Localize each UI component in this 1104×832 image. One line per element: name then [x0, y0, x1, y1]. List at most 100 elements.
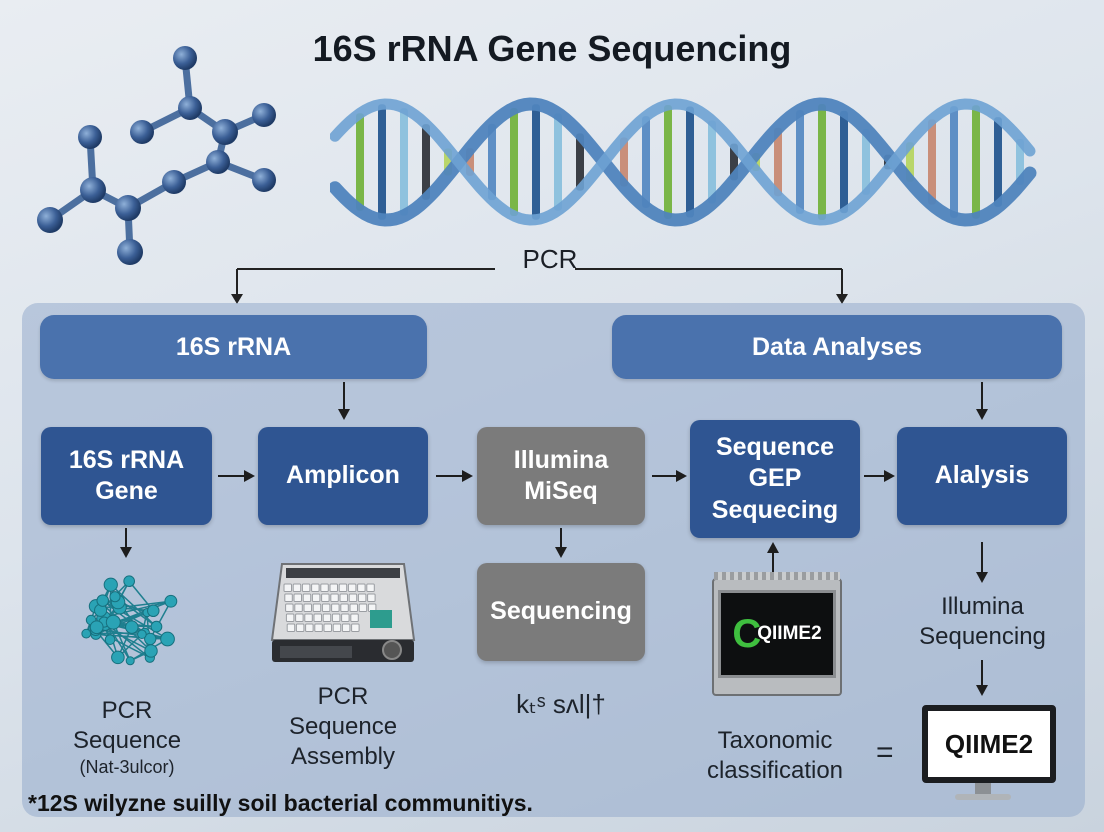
network-node	[125, 656, 135, 666]
keyboard-key	[348, 593, 358, 602]
label-line: (Nat-3ulcor)	[79, 757, 175, 777]
step-line: Sequecing	[711, 495, 839, 524]
dna-base-pair	[818, 104, 826, 220]
dna-base-pair	[378, 104, 386, 220]
keyboard-key	[312, 603, 322, 612]
step-line: GEP	[748, 464, 802, 493]
label-taxonomic-classification: Taxonomic classification	[690, 726, 860, 786]
keyboard-key	[339, 593, 348, 602]
dna-base-pair	[422, 124, 430, 200]
keyboard-key	[314, 623, 323, 632]
network-edge	[95, 629, 151, 659]
keyboard-key	[292, 583, 302, 592]
qiime2-device-text: QIIME2	[757, 623, 822, 644]
label-line: PCR	[317, 683, 369, 710]
keyboard-key	[320, 583, 329, 592]
keyboard-key	[329, 583, 338, 592]
step-line: 16S rRNA	[68, 445, 185, 474]
dna-base-pair	[972, 105, 980, 219]
step-line: Amplicon	[286, 461, 400, 490]
keyboard-key	[295, 623, 305, 632]
molecule-illustration	[37, 46, 276, 265]
keyboard-key	[285, 603, 294, 612]
dna-base-pair	[554, 113, 562, 211]
keyboard-key	[332, 623, 342, 632]
dna-helix-illustration	[330, 97, 1037, 227]
step-sequencing: Sequencing	[477, 563, 645, 661]
keyboard-key	[350, 613, 359, 622]
keyboard-key	[357, 593, 367, 602]
network-node	[125, 620, 139, 634]
network-node	[104, 634, 116, 645]
step-line: Illumina	[513, 445, 609, 474]
label-line: Sequencing	[919, 623, 1046, 650]
network-node	[81, 628, 92, 639]
keyboard-key	[323, 623, 332, 632]
equals-sign: =	[876, 736, 894, 769]
keyboard-key	[351, 623, 360, 632]
network-node	[105, 614, 121, 630]
network-node	[123, 575, 135, 588]
keyboard-key	[321, 593, 330, 602]
keyboard-key	[301, 583, 311, 592]
dna-base-pair	[994, 117, 1002, 207]
workflow-panel	[22, 303, 1085, 817]
keyboard-key	[341, 623, 351, 632]
qiime2-screen: C QIIME2	[718, 590, 836, 678]
label-line: Illumina	[941, 593, 1024, 620]
dna-base-pair	[708, 120, 716, 204]
network-node	[137, 629, 147, 640]
step-line: Gene	[95, 477, 158, 505]
qiime2-logo-icon: C	[732, 611, 762, 656]
keyboard-key	[367, 593, 376, 602]
keyboard-key	[358, 603, 368, 612]
dna-base-pair	[400, 108, 408, 216]
keyboard-key	[338, 583, 348, 592]
monitor-base	[955, 794, 1011, 800]
keyboard-key	[349, 603, 358, 612]
keyboard-key	[321, 603, 331, 612]
label-line: PCR	[101, 697, 153, 724]
keyboard-key	[294, 603, 303, 612]
server-vents	[714, 572, 840, 580]
keyboard-key	[284, 593, 293, 602]
label-illumina-sequencing: Illumina Sequencing	[895, 592, 1070, 652]
pcr-label: PCR	[522, 244, 578, 274]
keyboard-key	[285, 613, 295, 622]
diagram-title: 16S rRNA Gene Sequencing	[312, 28, 792, 69]
dna-base-pair	[576, 133, 584, 191]
network-node	[89, 620, 104, 635]
protein-network-illustration	[81, 575, 178, 666]
keyboard-key	[305, 623, 314, 632]
step-line: MiSeq	[524, 477, 598, 505]
keyboard-key	[311, 583, 320, 592]
network-node	[111, 650, 125, 665]
step-analysis: Alalysis	[897, 427, 1067, 525]
step-16s-rrna-gene: 16S rRNA Gene	[41, 427, 212, 525]
dna-base-pair	[686, 106, 694, 218]
network-node	[160, 631, 175, 647]
dna-base-pair	[532, 104, 540, 220]
keyboard-key	[331, 613, 341, 622]
label-line: classification	[706, 757, 844, 784]
network-edge	[109, 584, 112, 640]
qiime2-monitor: QIIME2	[922, 705, 1056, 783]
keyboard-key	[341, 613, 350, 622]
pcr-connector	[231, 268, 848, 304]
keyboard-key	[286, 623, 296, 632]
network-node	[109, 591, 121, 603]
keyboard-key	[330, 593, 339, 602]
dna-base-pair	[774, 127, 782, 197]
label-line: Taxonomic	[717, 727, 833, 754]
dna-base-pair	[950, 106, 958, 218]
step-amplicon: Amplicon	[258, 427, 428, 525]
keyboard-key	[293, 593, 302, 602]
dna-base-pair	[356, 113, 364, 211]
dna-base-pair	[488, 123, 496, 201]
dna-base-pair	[862, 129, 870, 195]
qiime2-server-device: C QIIME2	[712, 572, 842, 696]
keyboard-key	[340, 603, 349, 612]
label-pcr-sequence-assembly: PCR Sequence Assembly	[252, 682, 434, 772]
